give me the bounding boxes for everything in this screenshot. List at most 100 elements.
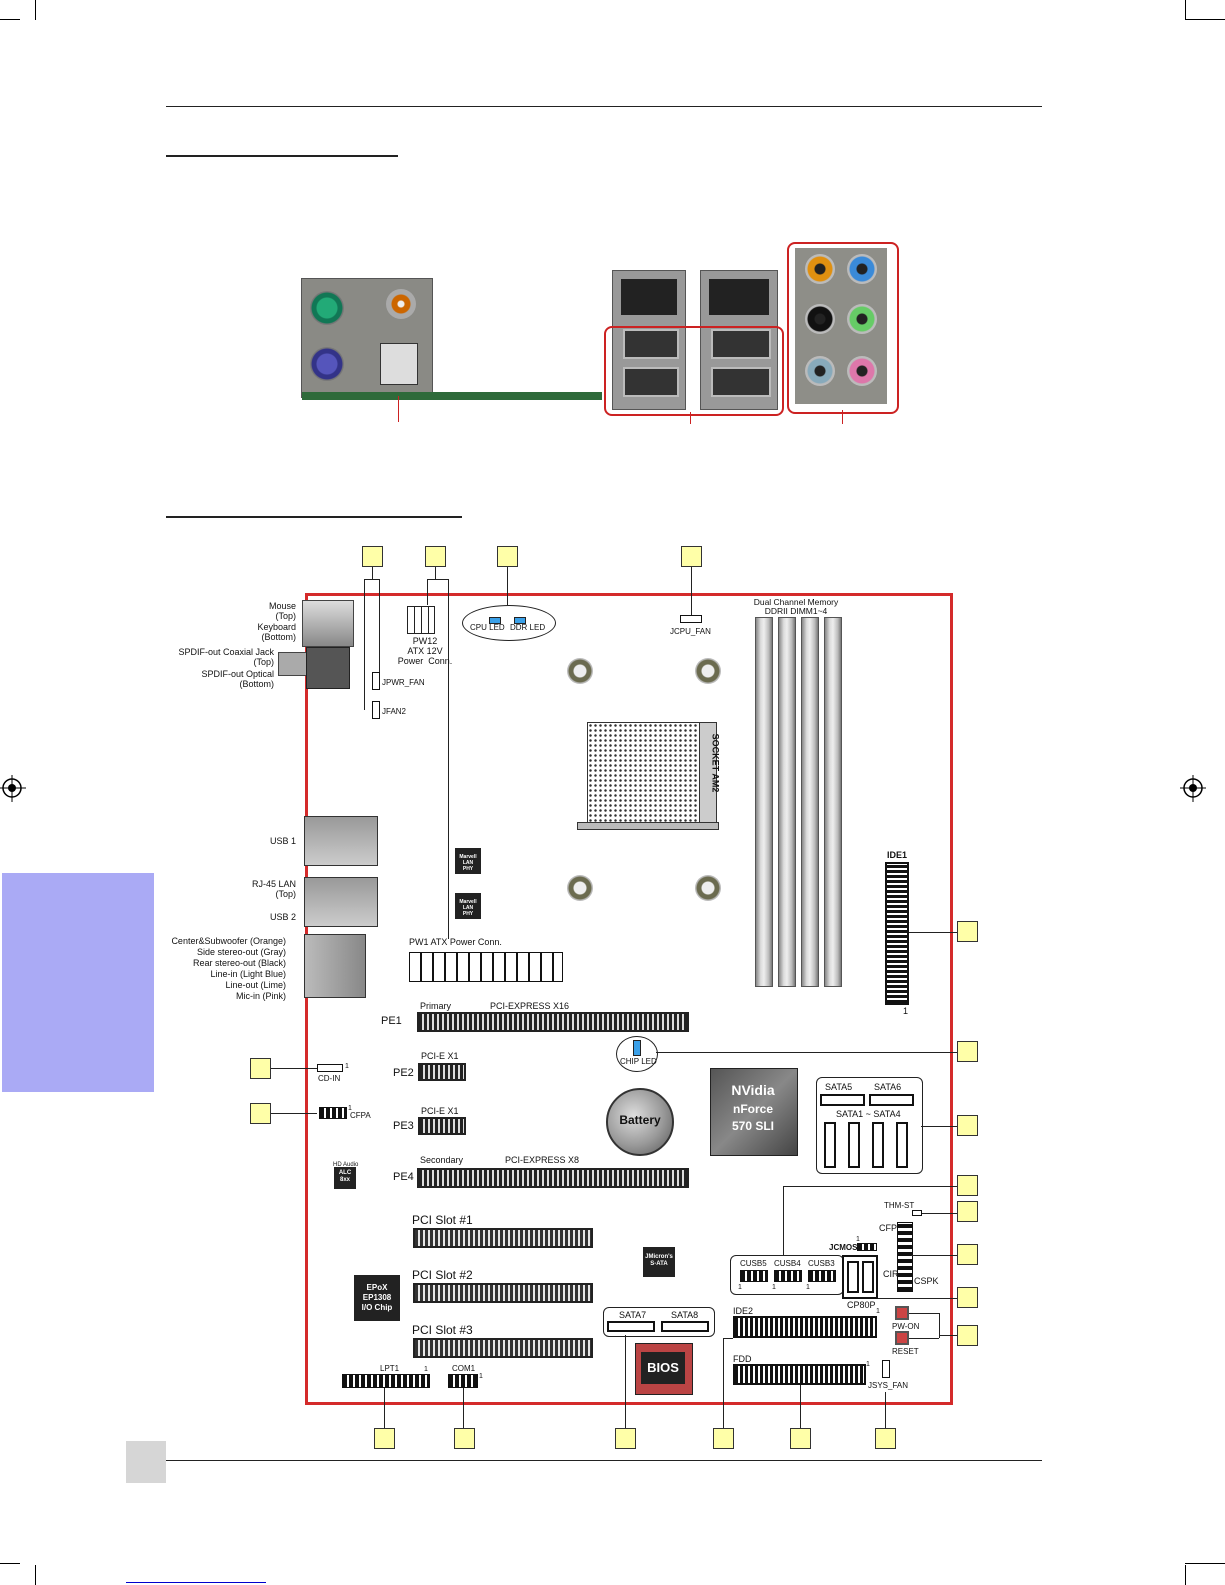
callout-line: [435, 567, 436, 579]
callout-line: [427, 579, 428, 605]
label-cspk: CSPK: [914, 1276, 939, 1286]
label-thm-st: THM-ST: [884, 1201, 915, 1210]
callout-line: [783, 1186, 957, 1187]
jmicron-chip: JMicron's S-ATA: [643, 1247, 675, 1277]
standoff: [695, 658, 721, 684]
spdif-optical-port: [306, 647, 350, 689]
label-cp80p: CP80P: [847, 1300, 876, 1310]
callout-line: [885, 1392, 886, 1428]
jcmos-jumper: [857, 1243, 877, 1251]
callout-line: [507, 567, 508, 605]
label-cfp: CFP: [879, 1223, 897, 1233]
label-usb-pin: 1: [772, 1284, 776, 1291]
power-on-button[interactable]: [895, 1306, 909, 1320]
standoff: [567, 658, 593, 684]
callout-line: [723, 1338, 724, 1428]
sata-port: [872, 1122, 884, 1168]
label-cpu-led: CPU LED: [470, 623, 505, 632]
sata-port: [824, 1122, 836, 1168]
chapter-side-tab: [2, 873, 154, 1092]
marvell-chip: Marvell LAN PHY: [455, 893, 481, 919]
label-usb-pin: 1: [806, 1284, 810, 1291]
callout-line: [656, 1052, 957, 1053]
callout-box: [362, 546, 383, 567]
callout-line: [448, 579, 449, 939]
ps2-port: [302, 600, 354, 647]
cusb5-header: [740, 1270, 768, 1282]
crop-mark: [35, 1565, 36, 1585]
sata-port: [896, 1122, 908, 1168]
label-cusb3: CUSB3: [808, 1259, 835, 1268]
usb1-port: [304, 816, 378, 866]
callout-box: [957, 1175, 978, 1196]
callout-line: [463, 1388, 464, 1428]
thm-st-header: [912, 1210, 922, 1216]
jfan2-header: [372, 701, 380, 719]
lpt1-header: [342, 1374, 430, 1388]
callout-box: [454, 1428, 475, 1449]
callout-line: [939, 1313, 940, 1338]
callout-box: [790, 1428, 811, 1449]
pci-slot-2: [413, 1283, 593, 1303]
callout-line: [911, 1255, 957, 1256]
epox-io-chip: EPoX EP1308 I/O Chip: [354, 1275, 400, 1321]
callout-line: [271, 1113, 317, 1114]
cd-in-header: [317, 1064, 343, 1072]
label-pci1: PCI Slot #1: [412, 1213, 473, 1227]
sata7-port: [607, 1321, 655, 1332]
sata-group-box: [816, 1077, 923, 1174]
label-pw1: PW1 ATX Power Conn.: [409, 937, 502, 947]
reset-button[interactable]: [895, 1331, 909, 1345]
label-usb1: USB 1: [269, 836, 296, 846]
callout-line: [909, 1313, 939, 1314]
label-spdif-coax: SPDIF-out Coaxial Jack (Top): [178, 647, 274, 667]
crop-mark: [0, 1563, 20, 1564]
back-panel-audio-jacks: [795, 248, 887, 404]
label-mouse: Mouse (Top): [268, 601, 296, 621]
callout-line: [800, 1385, 801, 1428]
label-ide1-pin: 1: [903, 1006, 909, 1016]
jpwr-fan-header: [372, 672, 380, 690]
sata5-port: [820, 1094, 865, 1106]
label-sata7: SATA7: [619, 1310, 647, 1320]
callout-line: [364, 579, 380, 580]
label-primary: Primary: [420, 1001, 451, 1011]
label-pe3: PE3: [393, 1120, 414, 1132]
label-pcie-x1-a: PCI-E X1: [421, 1051, 459, 1061]
callout-line: [690, 412, 691, 424]
registration-mark-icon: [0, 775, 26, 802]
back-panel-ps2-usb: [301, 278, 433, 398]
label-pcie16: PCI-EXPRESS X16: [490, 1001, 570, 1011]
label-cd-in: CD-IN: [318, 1074, 341, 1083]
label-fdd: FDD: [733, 1354, 752, 1364]
fdd-connector: [733, 1364, 866, 1385]
sata6-port: [869, 1094, 914, 1106]
label-jcmos-pin: 1: [856, 1236, 860, 1243]
callout-box: [875, 1428, 896, 1449]
ddr-led: [514, 617, 526, 624]
label-cfpa: CFPA: [350, 1111, 371, 1120]
jcpu-fan-header: [680, 615, 702, 623]
label-sata6: SATA6: [874, 1082, 902, 1092]
section-title-rule: [166, 155, 398, 157]
cfp-header: [897, 1222, 913, 1292]
label-fdd-pin: 1: [866, 1361, 870, 1368]
sata78-group-box: [603, 1307, 715, 1337]
header-rule: [166, 106, 1042, 107]
label-cusb5: CUSB5: [740, 1259, 767, 1268]
usb-highlight-box: [604, 326, 784, 416]
dimm-slot: [755, 617, 773, 987]
pcie-x1-slot: [418, 1063, 466, 1081]
chip-led-ellipse: [616, 1036, 658, 1072]
callout-line: [842, 410, 843, 424]
label-rj45: RJ-45 LAN (Top): [251, 879, 296, 899]
callout-box: [957, 1287, 978, 1308]
pcie-x1-slot: [418, 1117, 466, 1135]
com1-header: [448, 1374, 478, 1388]
callout-line: [939, 1335, 957, 1336]
dimm-slot: [778, 617, 796, 987]
label-jfan2: JFAN2: [382, 707, 407, 716]
back-panel-pcb-strip: [302, 392, 602, 400]
page-number-box: [126, 1441, 166, 1483]
label-socket: SOCKET AM2: [710, 733, 721, 793]
